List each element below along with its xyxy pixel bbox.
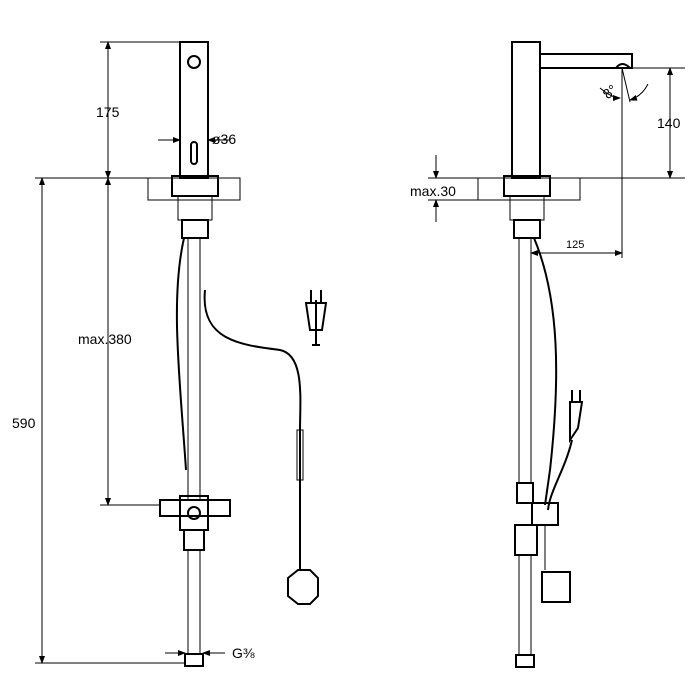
connection-nut <box>515 654 535 668</box>
connection-nut <box>184 653 204 667</box>
supply-hose <box>518 237 532 484</box>
dim-max-depth: max.380 <box>78 331 132 347</box>
spout <box>539 53 633 69</box>
dim-projection: 125 <box>566 239 584 251</box>
sensor-cable <box>533 237 558 506</box>
sensor-window-icon <box>187 55 201 69</box>
dim-max-counter: max.30 <box>410 183 456 199</box>
solenoid-valve <box>516 482 534 504</box>
supply-hose <box>187 237 201 501</box>
front-view: 175 ø36 max.380 590 G⅜ <box>12 41 328 667</box>
sensor-slot <box>190 141 198 165</box>
faucet-body <box>179 41 209 179</box>
sensor-cable <box>175 237 187 471</box>
dim-outlet-height: 140 <box>657 115 681 131</box>
dim-connection: G⅜ <box>232 645 255 661</box>
side-view: 140 max.30 125 8° <box>410 41 685 668</box>
power-cable <box>203 289 302 570</box>
dim-spout-height: 175 <box>96 104 120 120</box>
valve-bracket <box>159 499 231 517</box>
power-supply-box <box>541 571 571 603</box>
power-plug-icon <box>569 401 584 444</box>
dim-diameter: ø36 <box>212 131 236 147</box>
power-cable <box>547 439 573 511</box>
power-plug-icon <box>304 302 328 331</box>
power-supply-box <box>287 569 319 605</box>
dim-total-height: 590 <box>12 415 36 431</box>
dim-angle: 8° <box>599 81 620 102</box>
faucet-body <box>511 41 541 179</box>
solenoid-valve <box>179 495 209 531</box>
